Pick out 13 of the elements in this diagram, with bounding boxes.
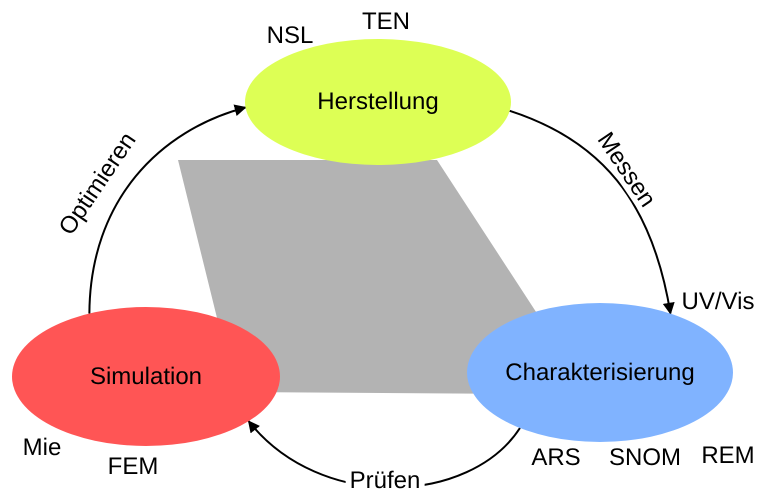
curved-arrow [88, 105, 247, 314]
method-label: Mie [22, 436, 62, 460]
method-label: TEN [362, 10, 410, 34]
curved-arrow [509, 110, 674, 315]
method-label: UV/Vis [682, 290, 754, 314]
method-label: NSL [266, 24, 314, 48]
node-label: Charakterisierung [505, 358, 695, 388]
node-label: Simulation [90, 362, 202, 392]
method-label: SNOM [609, 446, 681, 470]
method-label: FEM [108, 455, 158, 479]
node-label: Herstellung [317, 87, 439, 117]
method-label: REM [701, 444, 755, 468]
method-label: ARS [531, 446, 581, 470]
